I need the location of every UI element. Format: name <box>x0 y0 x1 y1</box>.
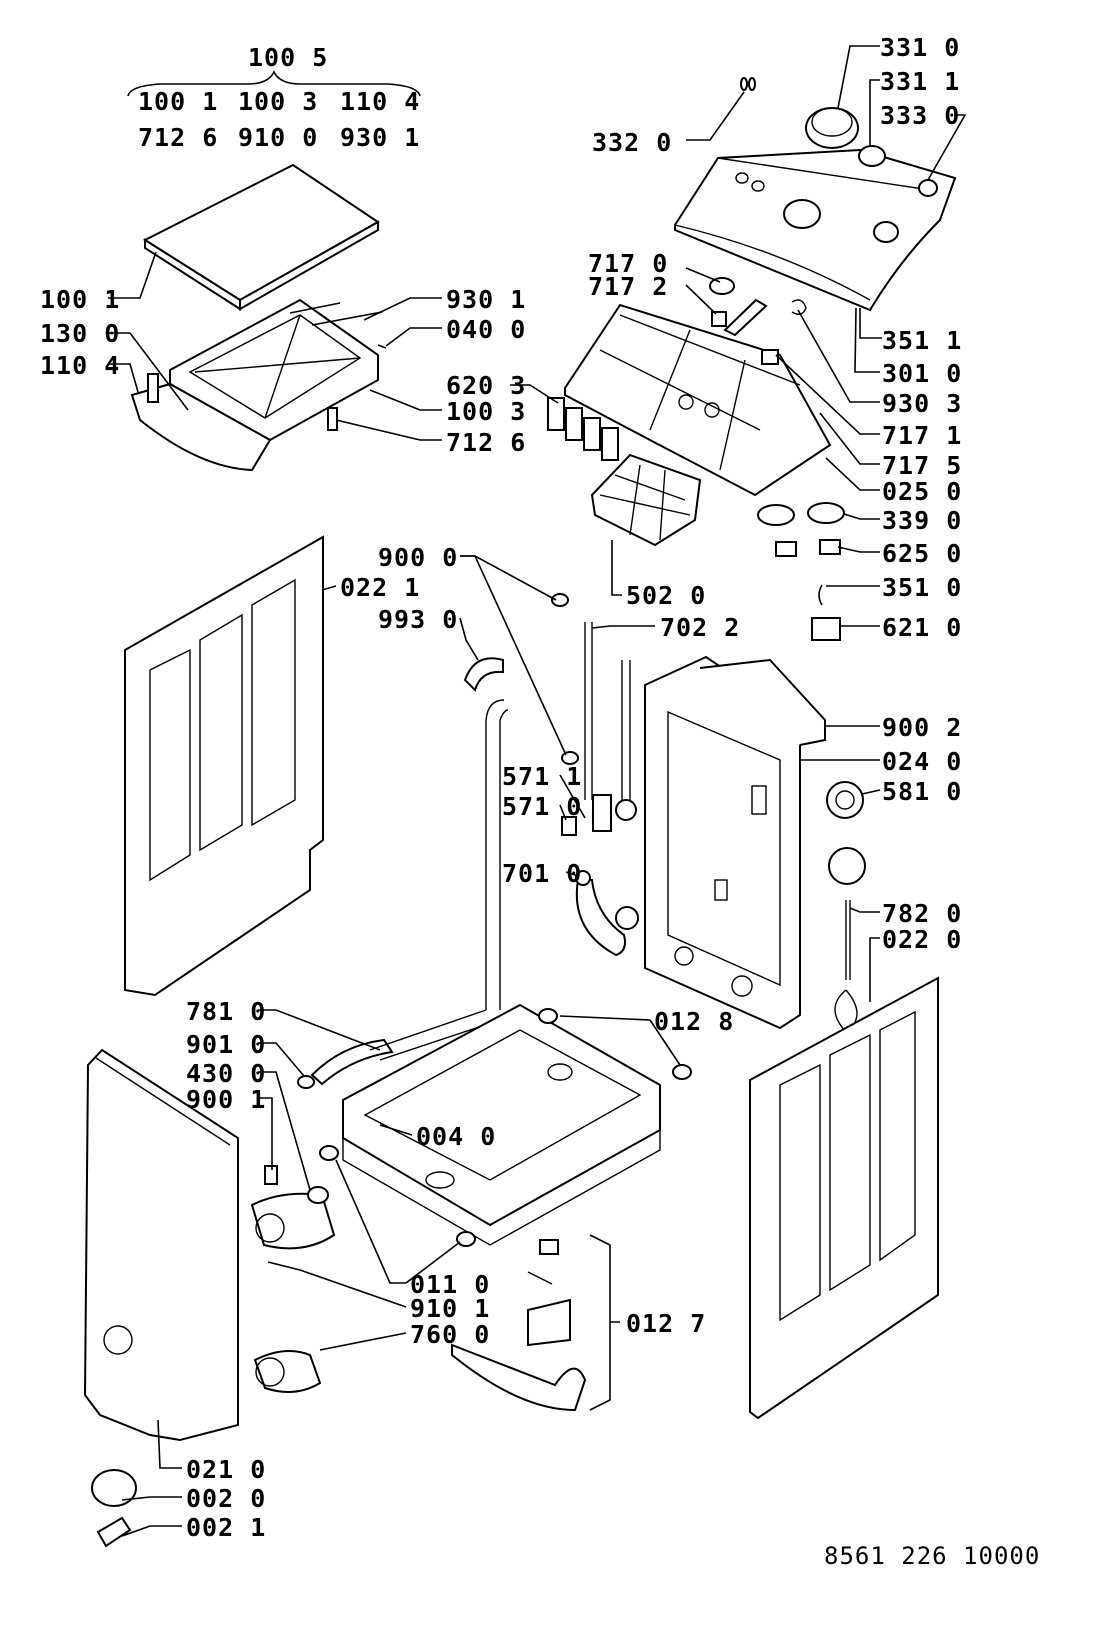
label-130-0: 130 0 <box>40 319 120 348</box>
hoses <box>297 593 639 1089</box>
electronic-module <box>590 453 702 547</box>
label-900-2: 900 2 <box>882 713 962 742</box>
label-351-1: 351 1 <box>882 326 962 355</box>
kit-item-6: 930 1 <box>340 123 420 152</box>
knobs <box>740 77 938 197</box>
label-900-1: 900 1 <box>186 1085 266 1114</box>
label-002-0: 002 0 <box>186 1484 266 1513</box>
small-parts-right <box>757 502 845 641</box>
label-900-0: 900 0 <box>378 543 458 572</box>
label-430-0: 430 0 <box>186 1059 266 1088</box>
label-332-0: 332 0 <box>592 128 672 157</box>
kit-item-4: 712 6 <box>138 123 218 152</box>
label-024-0: 024 0 <box>882 747 962 776</box>
label-930-3: 930 3 <box>882 389 962 418</box>
kit-item-2: 100 3 <box>238 87 318 116</box>
label-717-5: 717 5 <box>882 451 962 480</box>
label-625-0: 625 0 <box>882 539 962 568</box>
label-025-0: 025 0 <box>882 477 962 506</box>
left-side-panel <box>124 535 324 997</box>
front-panel <box>83 1048 239 1442</box>
base-frame <box>342 1003 661 1246</box>
label-022-0: 022 0 <box>882 925 962 954</box>
feet <box>319 1008 692 1247</box>
label-301-0: 301 0 <box>882 359 962 388</box>
rear-frame <box>644 655 826 1030</box>
label-012-8: 012 8 <box>654 1007 734 1036</box>
label-781-0: 781 0 <box>186 997 266 1026</box>
kit-item-5: 910 0 <box>238 123 318 152</box>
label-910-1: 910 1 <box>410 1294 490 1323</box>
label-930-1: 930 1 <box>446 285 526 314</box>
label-621-0: 621 0 <box>882 613 962 642</box>
lid-frame <box>130 298 387 472</box>
kit-item-1: 100 1 <box>138 87 218 116</box>
kit-title: 100 5 <box>248 43 328 72</box>
label-901-0: 901 0 <box>186 1030 266 1059</box>
label-760-0: 760 0 <box>410 1320 490 1349</box>
kit-brace <box>127 70 421 97</box>
castor-kit <box>451 1234 620 1412</box>
kit-header: 100 5 100 1 100 3 110 4 712 6 910 0 930 … <box>127 43 421 152</box>
label-011-0: 011 0 <box>410 1270 490 1299</box>
label-502-0: 502 0 <box>626 581 706 610</box>
label-571-0: 571 0 <box>502 792 582 821</box>
label-110-4: 110 4 <box>40 351 120 380</box>
relay-block <box>547 397 619 461</box>
pump-assembly <box>250 1165 336 1393</box>
label-712-6: 712 6 <box>446 428 526 457</box>
label-012-7: 012 7 <box>626 1309 706 1338</box>
top-lid <box>142 163 380 311</box>
kit-item-3: 110 4 <box>340 87 420 116</box>
control-panel <box>674 148 957 312</box>
label-717-2: 717 2 <box>588 272 668 301</box>
label-717-0: 717 0 <box>588 249 668 278</box>
label-331-0: 331 0 <box>880 33 960 62</box>
drawing-code: 8561 226 10000 <box>824 1542 1040 1570</box>
label-993-0: 993 0 <box>378 605 458 634</box>
label-333-0: 333 0 <box>880 101 960 130</box>
pressure-switch <box>826 781 866 1033</box>
label-571-1: 571 1 <box>502 762 582 791</box>
label-717-1: 717 1 <box>882 421 962 450</box>
dispenser-housing <box>564 277 832 497</box>
label-351-0: 351 0 <box>882 573 962 602</box>
label-339-0: 339 0 <box>882 506 962 535</box>
label-581-0: 581 0 <box>882 777 962 806</box>
part-labels: 331 0 331 1 333 0 332 0 717 0 717 2 100 … <box>40 33 962 1542</box>
label-701-0: 701 0 <box>502 859 582 888</box>
label-004-0: 004 0 <box>416 1122 496 1151</box>
label-100-1: 100 1 <box>40 285 120 314</box>
label-782-0: 782 0 <box>882 899 962 928</box>
filter-cover <box>91 1469 137 1548</box>
label-702-2: 702 2 <box>660 613 740 642</box>
label-331-1: 331 1 <box>880 67 960 96</box>
right-side-panel <box>749 976 939 1420</box>
label-040-0: 040 0 <box>446 315 526 344</box>
label-100-3: 100 3 <box>446 397 526 426</box>
leader-lines <box>108 45 967 1537</box>
label-021-0: 021 0 <box>186 1455 266 1484</box>
label-620-3: 620 3 <box>446 371 526 400</box>
label-022-1: 022 1 <box>340 573 420 602</box>
label-002-1: 002 1 <box>186 1513 266 1542</box>
